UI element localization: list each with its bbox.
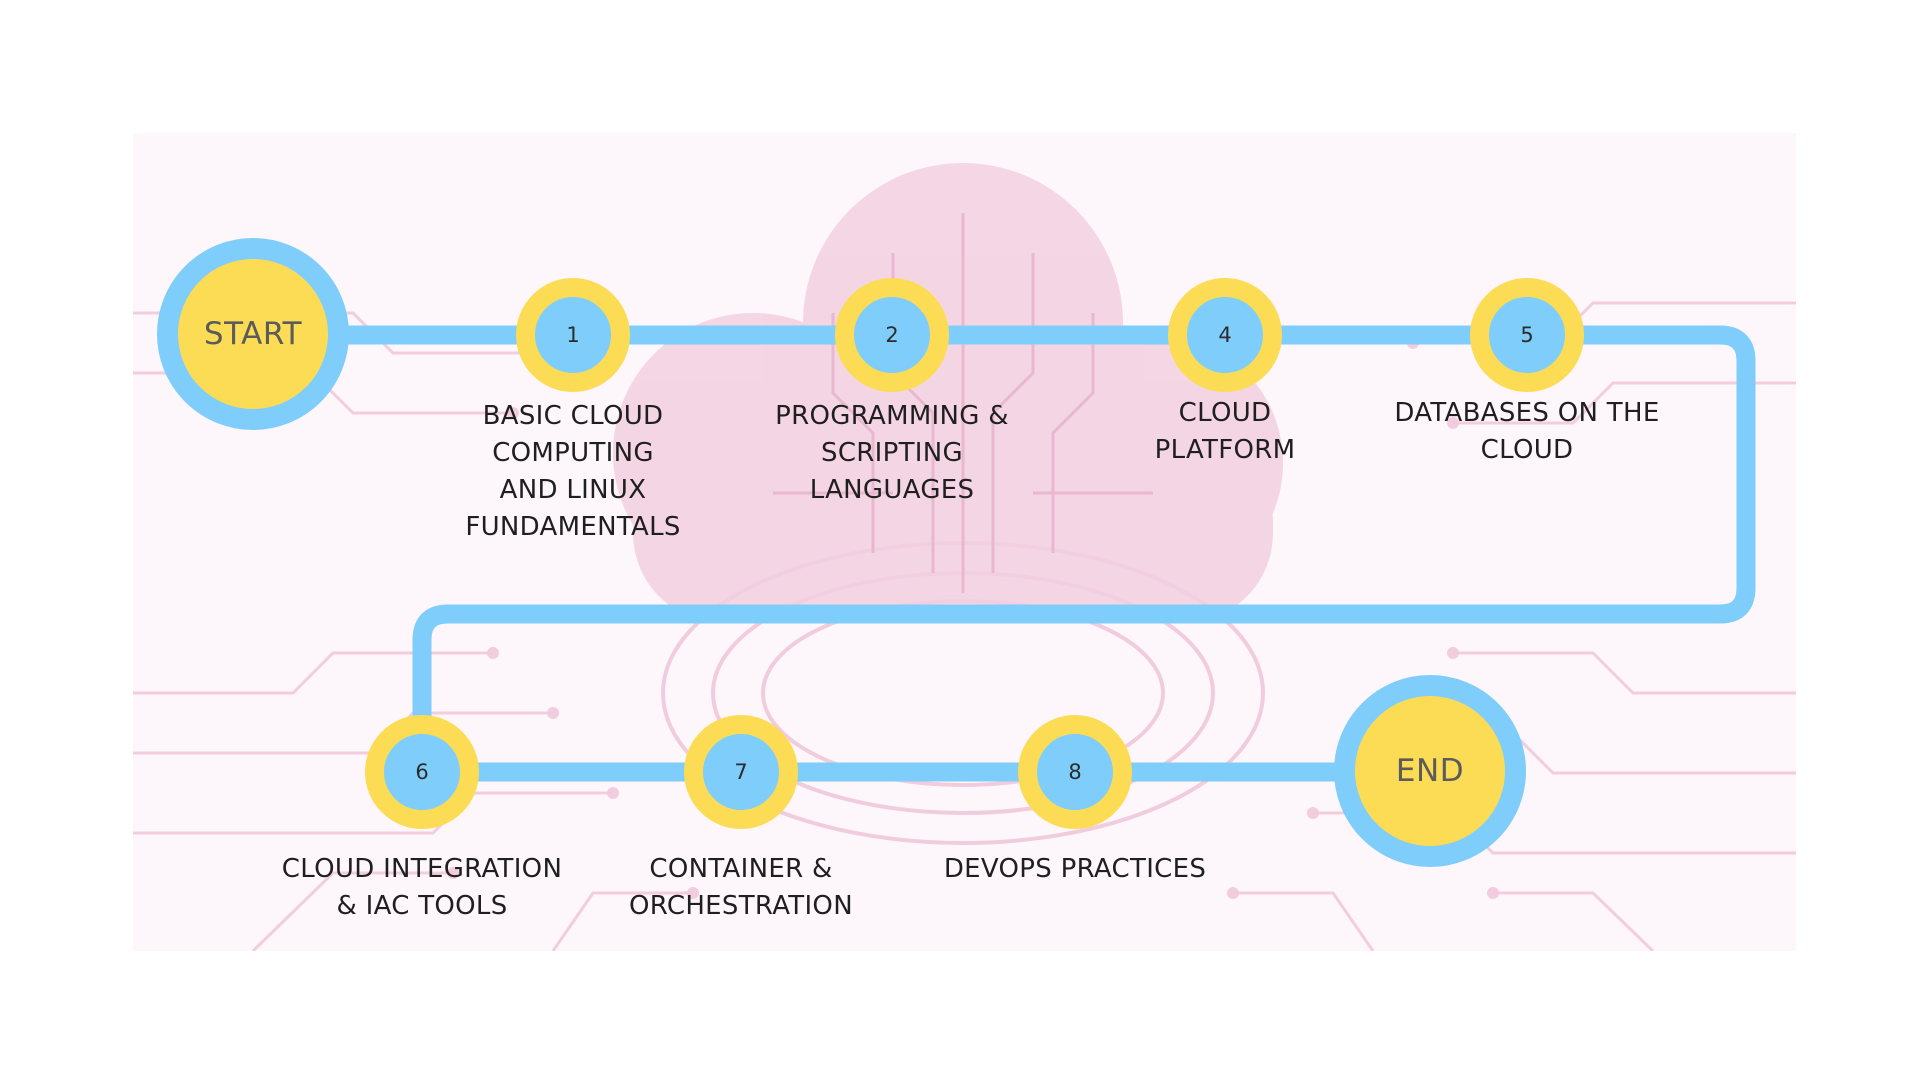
step-number: 5 — [1520, 323, 1534, 347]
step-6-node: 6 — [365, 715, 479, 829]
step-7-node: 7 — [684, 715, 798, 829]
step-5-node: 5 — [1470, 278, 1584, 392]
step-4-label: CLOUD PLATFORM — [1154, 398, 1296, 465]
start-node: START — [157, 238, 349, 430]
step-8-label: DEVOPS PRACTICES — [943, 854, 1207, 884]
step-5-label: DATABASES ON THE CLOUD — [1394, 398, 1660, 465]
step-2-label: PROGRAMMING & SCRIPTING LANGUAGES — [775, 401, 1009, 505]
step-number: 6 — [415, 760, 429, 784]
path-line — [300, 325, 1756, 782]
end-label: END — [1395, 753, 1465, 789]
step-number: 2 — [885, 323, 899, 347]
step-number: 7 — [734, 760, 748, 784]
end-node: END — [1334, 675, 1526, 867]
step-number: 8 — [1068, 760, 1082, 784]
step-1-node: 1 — [516, 278, 630, 392]
start-label: START — [203, 316, 303, 352]
step-6-label: CLOUD INTEGRATION & IAC TOOLS — [281, 854, 563, 921]
step-number: 1 — [566, 323, 580, 347]
step-4-node: 4 — [1168, 278, 1282, 392]
step-1-label: BASIC CLOUD COMPUTING AND LINUX FUNDAMEN… — [465, 401, 681, 542]
step-8-node: 8 — [1018, 715, 1132, 829]
step-2-node: 2 — [835, 278, 949, 392]
step-7-label: CONTAINER & ORCHESTRATION — [629, 854, 853, 921]
step-number: 4 — [1218, 323, 1232, 347]
